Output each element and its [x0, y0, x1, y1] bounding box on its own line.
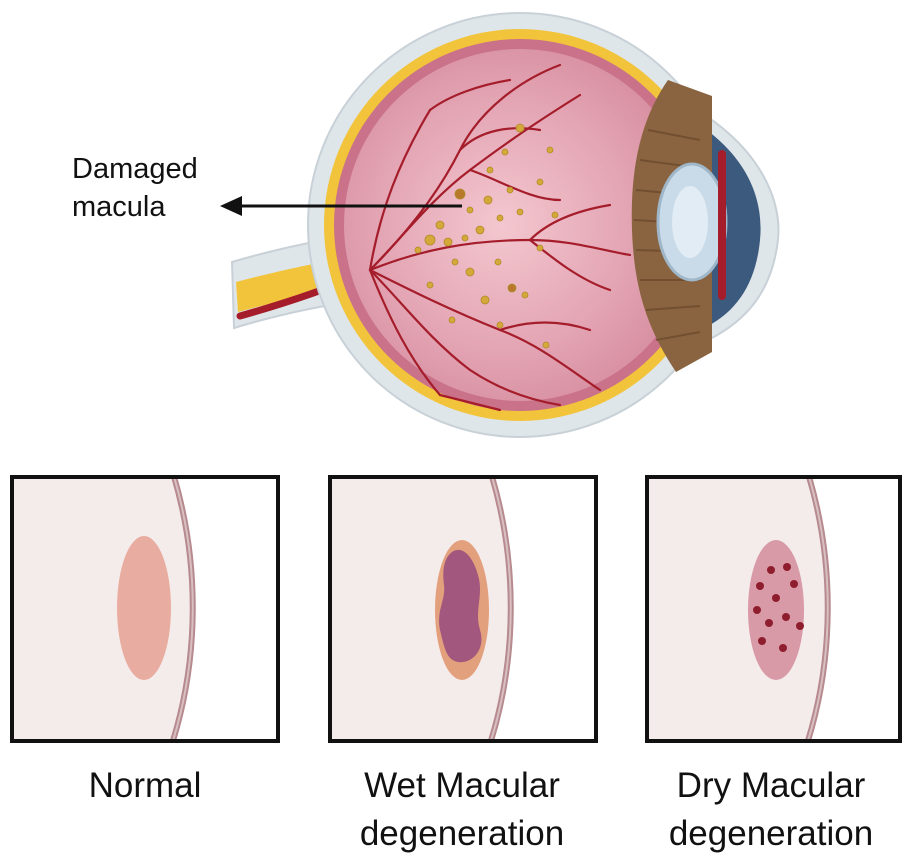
caption-dry-macular-degeneration: Dry Macular degeneration	[640, 762, 902, 858]
caption-wet-line-2: degeneration	[327, 810, 597, 858]
panel-wet	[318, 470, 596, 750]
caption-wet-macular-degeneration: Wet Macular degeneration	[327, 762, 597, 858]
callout-line-2: macula	[72, 188, 198, 226]
caption-normal-line-1: Normal	[10, 762, 280, 810]
macula-normal	[117, 536, 171, 680]
macula-wet-lesion	[439, 550, 481, 662]
caption-dry-line-2: degeneration	[640, 810, 902, 858]
eyeball-cross-section	[220, 13, 778, 437]
callout-line-1: Damaged	[72, 150, 198, 188]
panel-normal	[0, 470, 278, 750]
caption-dry-line-1: Dry Macular	[640, 762, 902, 810]
damaged-macula-label: Damaged macula	[72, 150, 198, 226]
iris	[718, 150, 726, 300]
panel-dry	[635, 470, 900, 750]
caption-normal: Normal	[10, 762, 280, 810]
caption-wet-line-1: Wet Macular	[327, 762, 597, 810]
